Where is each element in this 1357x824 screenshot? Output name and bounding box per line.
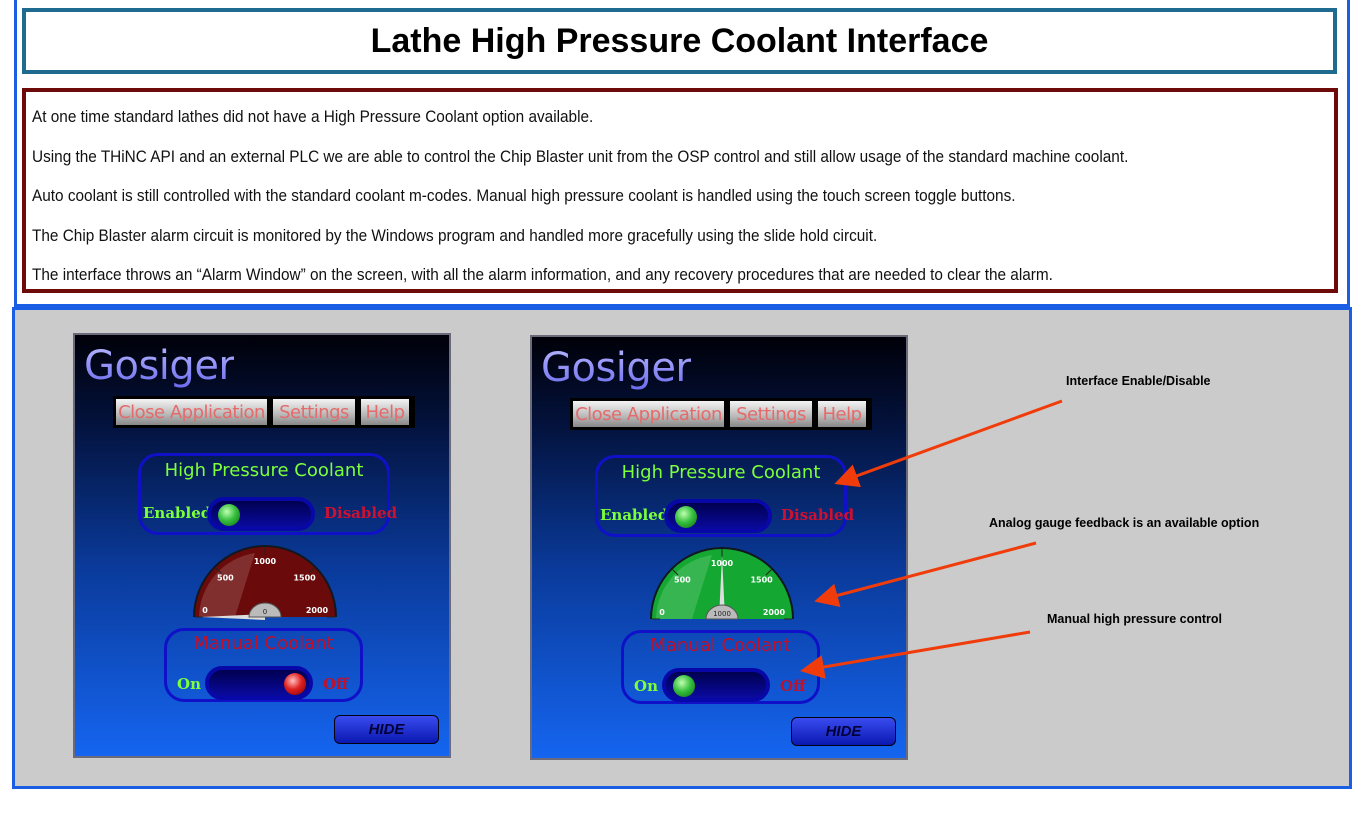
gauge-tick-label: 0 <box>659 608 665 617</box>
gauge-hub <box>248 602 282 618</box>
on-label: On <box>177 675 201 693</box>
help-button[interactable]: Help <box>361 399 409 425</box>
hpc-toggle[interactable] <box>664 499 772 533</box>
page-title: Lathe High Pressure Coolant Interface <box>370 21 989 60</box>
hide-button[interactable]: HIDE <box>791 717 896 746</box>
toggle-knob[interactable] <box>284 673 306 695</box>
enabled-label: Enabled <box>143 504 212 522</box>
close-application-button[interactable]: Close Application <box>573 401 724 427</box>
settings-button[interactable]: Settings <box>273 399 355 425</box>
gauge-highlight <box>199 553 255 617</box>
description-line: The interface throws an “Alarm Window” o… <box>32 266 1053 284</box>
gauge-tick-label: 2000 <box>306 606 329 615</box>
help-button[interactable]: Help <box>818 401 866 427</box>
gauge-tick-label: 0 <box>202 606 208 615</box>
gosiger-logo: Gosiger <box>541 345 692 391</box>
manual-coolant-title: Manual Coolant <box>650 635 791 656</box>
description-line: At one time standard lathes did not have… <box>32 108 594 126</box>
hpc-title: High Pressure Coolant <box>164 460 364 481</box>
off-label: Off <box>780 677 806 695</box>
hpc-title: High Pressure Coolant <box>621 462 821 483</box>
gauge-highlight <box>656 555 712 619</box>
settings-button[interactable]: Settings <box>730 401 812 427</box>
gauge-tick-label: 500 <box>674 575 691 584</box>
annotation-enable: Interface Enable/Disable <box>1066 374 1211 388</box>
gauge-tick-label: 2000 <box>763 608 786 617</box>
gauge-tick-label: 1000 <box>254 557 277 566</box>
header-section <box>14 0 1350 307</box>
manual-coolant-group: Manual Coolant On Off <box>164 628 363 702</box>
gauge-tick <box>672 569 679 576</box>
coolant-app-window: Gosiger Close Application Settings Help … <box>530 335 908 760</box>
gauge-needle <box>719 555 725 619</box>
gauge-tick-label: 500 <box>217 573 234 582</box>
menu-bar: Close Application Settings Help <box>570 398 872 430</box>
gauge-tick <box>765 569 772 576</box>
disabled-label: Disabled <box>781 506 855 524</box>
off-label: Off <box>323 675 349 693</box>
description-line: Using the THiNC API and an external PLC … <box>32 147 1129 166</box>
pressure-gauge: 0 500 1000 1500 2000 0 <box>193 545 337 620</box>
toggle-knob[interactable] <box>218 504 240 526</box>
gosiger-logo: Gosiger <box>84 343 235 389</box>
gauge-tick-label: 1500 <box>750 575 773 584</box>
pressure-gauge: 05001000150020001000 <box>650 547 794 620</box>
arrow-manual <box>800 630 1031 679</box>
gauge-hub <box>705 604 739 620</box>
gauge-tick <box>308 567 315 574</box>
annotation-manual: Manual high pressure control <box>1047 612 1223 626</box>
high-pressure-coolant-group: High Pressure Coolant Enabled Disabled <box>595 455 854 537</box>
enabled-label: Enabled <box>600 506 669 524</box>
close-application-button[interactable]: Close Application <box>116 399 267 425</box>
gauge-value: 0 <box>263 608 267 616</box>
description-line: Auto coolant is still controlled with th… <box>32 187 1016 205</box>
on-label: On <box>634 677 658 695</box>
gauge-tick <box>215 567 222 574</box>
manual-coolant-group: Manual Coolant On Off <box>621 630 820 704</box>
gauge-value: 1000 <box>713 610 731 618</box>
manual-coolant-toggle[interactable] <box>662 668 770 702</box>
manual-coolant-toggle[interactable] <box>205 666 313 700</box>
description-box: At one time standard lathes did not have… <box>22 88 1338 293</box>
hpc-toggle[interactable] <box>207 497 315 531</box>
annotation-gauge: Analog gauge feedback is an available op… <box>989 516 1260 530</box>
toggle-knob[interactable] <box>675 506 697 528</box>
gauge-tick-label: 1500 <box>293 573 316 582</box>
arrow-gauge <box>814 541 1037 608</box>
description-line: The Chip Blaster alarm circuit is monito… <box>32 226 878 245</box>
toggle-knob[interactable] <box>673 675 695 697</box>
high-pressure-coolant-group: High Pressure Coolant Enabled Disabled <box>138 453 397 535</box>
disabled-label: Disabled <box>324 504 398 522</box>
arrow-enable <box>834 399 1063 488</box>
hide-button[interactable]: HIDE <box>334 715 439 744</box>
gauge-face <box>195 547 335 617</box>
coolant-app-window: Gosiger Close Application Settings Help … <box>73 333 451 758</box>
title-box: Lathe High Pressure Coolant Interface <box>22 8 1337 74</box>
manual-coolant-title: Manual Coolant <box>193 633 334 654</box>
menu-bar: Close Application Settings Help <box>113 396 415 428</box>
